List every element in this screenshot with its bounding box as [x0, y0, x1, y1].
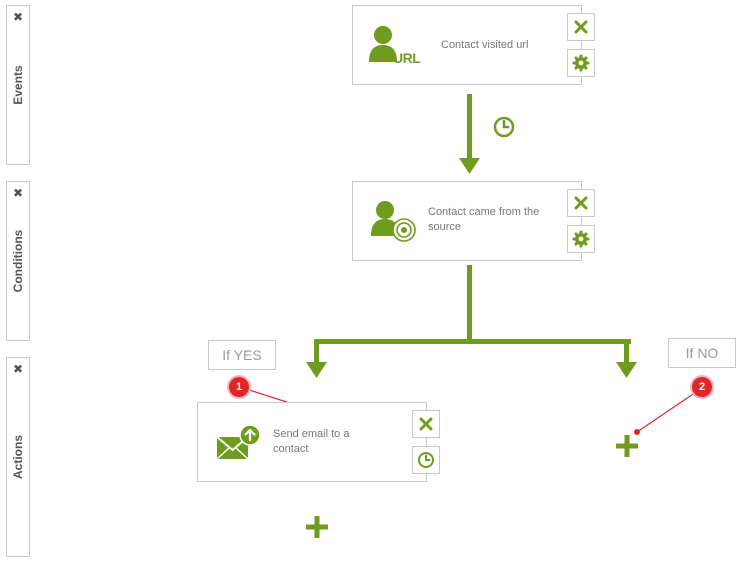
events-panel: ✖ Events: [6, 5, 30, 165]
close-icon[interactable]: ✖: [12, 10, 24, 24]
add-no-branch-button[interactable]: [614, 433, 640, 464]
plus-icon: [616, 435, 638, 457]
close-icon[interactable]: ✖: [12, 362, 24, 376]
conditions-panel: ✖ Conditions: [6, 181, 30, 341]
condition-node-text: Contact came from the source: [428, 206, 540, 233]
close-icon: [574, 196, 588, 210]
action-node[interactable]: Send email to a contact: [197, 402, 427, 482]
settings-condition-button[interactable]: [567, 225, 595, 253]
marker-line-2: [636, 387, 703, 433]
clock-icon: [418, 452, 434, 468]
branch-no-label: If NO: [668, 338, 736, 368]
close-icon[interactable]: ✖: [12, 186, 24, 200]
connector-split: [306, 265, 637, 378]
event-node[interactable]: URL Contact visited url: [352, 5, 582, 85]
event-node-text: Contact visited url: [441, 39, 529, 51]
delay-clock-icon[interactable]: [493, 116, 515, 143]
delete-condition-button[interactable]: [567, 189, 595, 217]
delete-event-button[interactable]: [567, 13, 595, 41]
condition-node[interactable]: Contact came from the source: [352, 181, 582, 261]
action-node-text: Send email to a contact: [273, 428, 350, 455]
close-icon: [574, 20, 588, 34]
marker-1: 1: [229, 377, 249, 397]
user-target-icon: [371, 200, 419, 249]
branch-yes-label: If YES: [208, 340, 276, 370]
actions-panel: ✖ Actions: [6, 357, 30, 557]
connector-event-condition: [459, 94, 480, 174]
settings-event-button[interactable]: [567, 49, 595, 77]
email-upload-icon: [216, 424, 262, 468]
delay-action-button[interactable]: [412, 446, 440, 474]
marker-2: 2: [692, 377, 712, 397]
user-url-icon: URL: [367, 24, 421, 73]
delete-action-button[interactable]: [412, 410, 440, 438]
plus-icon: [306, 516, 328, 538]
close-icon: [419, 417, 433, 431]
url-icon-label: URL: [393, 50, 421, 66]
gear-icon: [572, 230, 590, 248]
add-yes-action-button[interactable]: [304, 514, 330, 545]
marker-dot-2: [634, 429, 640, 435]
gear-icon: [572, 54, 590, 72]
